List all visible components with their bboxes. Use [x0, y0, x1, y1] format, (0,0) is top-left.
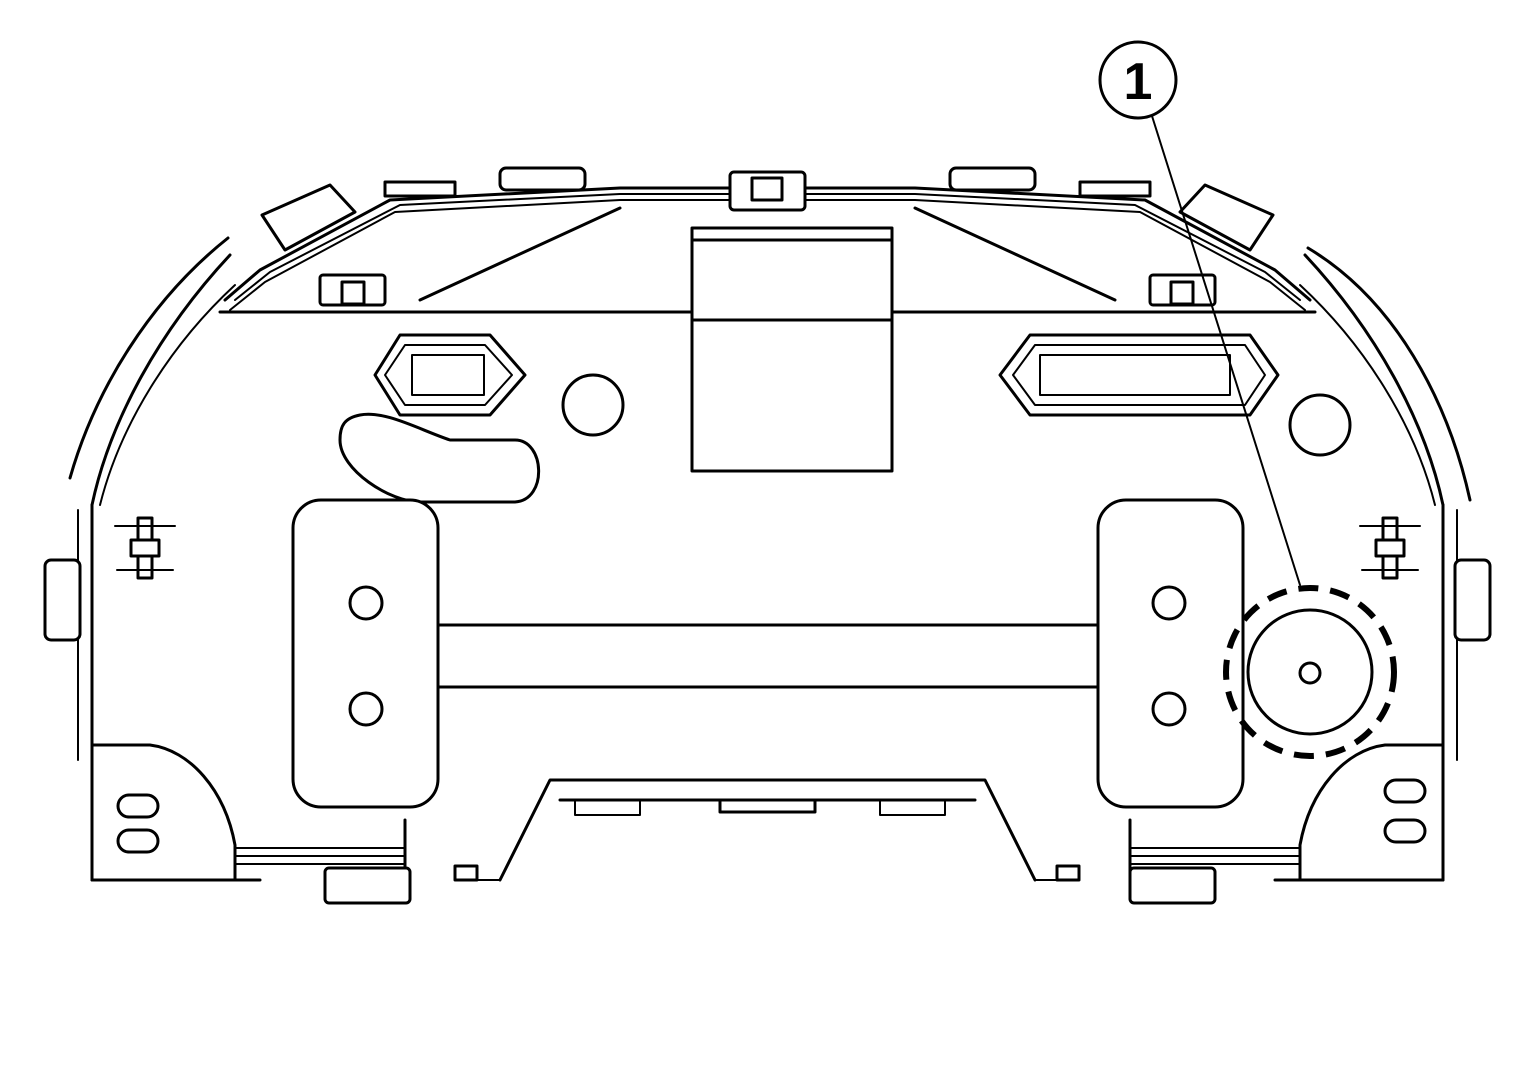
- mounting-pads: [291, 498, 1245, 809]
- side-clips: [43, 558, 1492, 854]
- holes: [561, 373, 1352, 457]
- center-label-plate: [690, 226, 894, 473]
- connectors: [373, 333, 1280, 417]
- callout-label: 1: [1124, 53, 1153, 111]
- crossbar: [436, 623, 1100, 689]
- buzzer-highlight: [1223, 585, 1397, 759]
- oval-slot: [338, 412, 541, 504]
- top-clips: [260, 166, 1275, 307]
- cluster-housing: [68, 186, 1472, 905]
- callout-1: 1: [1098, 40, 1301, 586]
- mounting-screw-symbols: [114, 516, 1421, 580]
